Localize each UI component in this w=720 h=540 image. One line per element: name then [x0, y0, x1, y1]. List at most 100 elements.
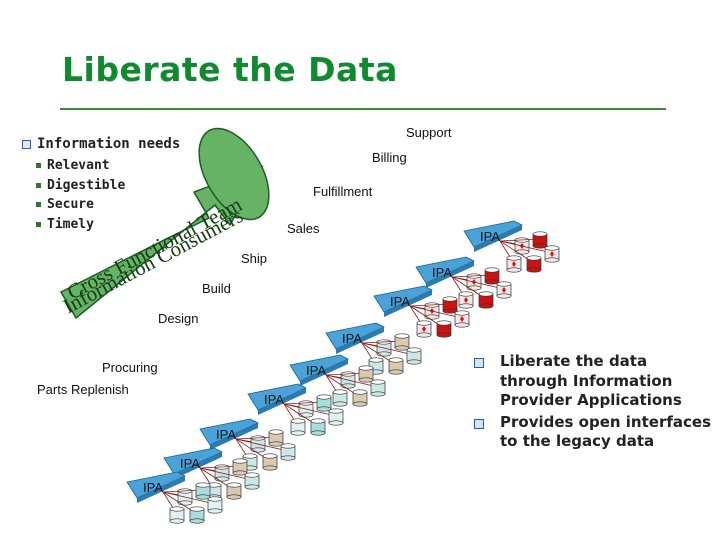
database-icon	[328, 408, 344, 426]
list-item: Digestible	[36, 176, 125, 196]
list-item: Relevant	[36, 156, 125, 176]
layer-label-fulfillment: Fulfillment	[313, 184, 373, 199]
diamond-mark	[464, 297, 468, 303]
database-icon	[496, 281, 512, 299]
bullet-icon	[36, 221, 41, 227]
database-icon	[195, 482, 211, 500]
database-icon	[532, 231, 548, 249]
database-icon	[478, 291, 494, 309]
connector-line	[451, 276, 505, 290]
database-icon	[268, 429, 284, 447]
database-icon	[388, 357, 404, 375]
ipa-box	[325, 322, 385, 354]
ipa-label: IPA	[180, 456, 200, 471]
connector-line	[199, 467, 253, 481]
database-icon	[526, 255, 542, 273]
benefits-list: Liberate the data through Information Pr…	[474, 352, 714, 452]
bullet-icon	[36, 182, 41, 188]
connector-line	[162, 491, 216, 505]
ipa-label: IPA	[342, 331, 362, 346]
ipa-slab-side	[474, 225, 522, 252]
ipa-label: IPA	[264, 392, 284, 407]
database-icons	[162, 231, 560, 524]
diamond-mark	[422, 326, 426, 332]
ipa-label: IPA	[480, 229, 500, 244]
layer-label-support: Support	[406, 125, 452, 140]
list-item: Provides open interfaces to the legacy d…	[474, 413, 714, 452]
ipa-box	[463, 220, 523, 252]
ipa-slab-side	[426, 261, 474, 288]
database-icon	[436, 320, 452, 338]
ipa-box	[126, 471, 186, 503]
database-icon	[280, 443, 296, 461]
ipa-slab-side	[174, 452, 222, 479]
ipa-boxes	[126, 220, 523, 503]
page-title: Liberate the Data	[62, 50, 398, 89]
bullet-icon	[36, 202, 41, 207]
list-item: Liberate the data through Information Pr…	[474, 352, 714, 411]
database-icon	[484, 267, 500, 285]
layer-label-sales: Sales	[287, 221, 320, 236]
bullet-icon	[36, 163, 41, 168]
layer-label-ship: Ship	[241, 251, 268, 266]
connector-line	[499, 240, 553, 254]
information-needs-heading: Information needs	[22, 136, 180, 152]
layer-label-billing: Billing	[372, 150, 407, 165]
connector-line	[283, 403, 337, 417]
database-icon	[506, 255, 522, 273]
arrow-head-ellipse	[198, 127, 270, 221]
diamond-mark	[502, 287, 506, 293]
benefit-text: Provides open interfaces to the legacy d…	[500, 412, 711, 451]
list-item: Timely	[36, 215, 125, 235]
diamond-mark	[460, 316, 464, 322]
connector-line	[361, 342, 415, 356]
ipa-box	[199, 418, 259, 450]
connector-line	[235, 438, 289, 452]
database-icon	[310, 418, 326, 436]
database-icon	[244, 472, 260, 490]
title-underline	[60, 108, 666, 110]
database-icon	[290, 418, 306, 436]
ipa-label: IPA	[306, 363, 326, 378]
ipa-slab-side	[137, 476, 185, 503]
database-icon	[394, 333, 410, 351]
layer-label-build: Build	[202, 281, 231, 296]
ipa-label: IPA	[143, 480, 163, 495]
database-icon	[358, 365, 374, 383]
square-bullet-icon	[22, 139, 31, 149]
ipa-slab-side	[336, 327, 384, 354]
database-icon	[207, 496, 223, 514]
database-icon	[232, 458, 248, 476]
connector-line	[409, 305, 463, 319]
database-icon	[169, 506, 185, 524]
ipa-slab-side	[300, 359, 348, 386]
ipa-box	[289, 354, 349, 386]
list-item: Secure	[36, 195, 125, 215]
database-icon	[262, 453, 278, 471]
database-icon	[332, 389, 348, 407]
database-icon	[370, 379, 386, 397]
database-icon	[189, 506, 205, 524]
database-icon	[406, 347, 422, 365]
information-needs-label: Information needs	[37, 136, 181, 152]
database-icon	[226, 482, 242, 500]
ipa-label: IPA	[390, 294, 410, 309]
ipa-slab-side	[258, 388, 306, 415]
ipa-slab-side	[384, 290, 432, 317]
database-icon	[458, 291, 474, 309]
ipa-label: IPA	[432, 265, 452, 280]
database-icon	[352, 389, 368, 407]
database-icon	[416, 320, 432, 338]
layer-label-procuring: Procuring	[102, 360, 158, 375]
ipa-box	[247, 383, 307, 415]
database-icon	[544, 245, 560, 263]
ipa-box	[373, 285, 433, 317]
database-icon	[442, 296, 458, 314]
layer-label-parts-replenish: Parts Replenish	[37, 382, 129, 397]
diamond-mark	[512, 261, 516, 267]
diamond-mark	[550, 251, 554, 257]
database-icon	[316, 394, 332, 412]
ipa-slab-side	[210, 423, 258, 450]
connector-line	[325, 374, 379, 388]
